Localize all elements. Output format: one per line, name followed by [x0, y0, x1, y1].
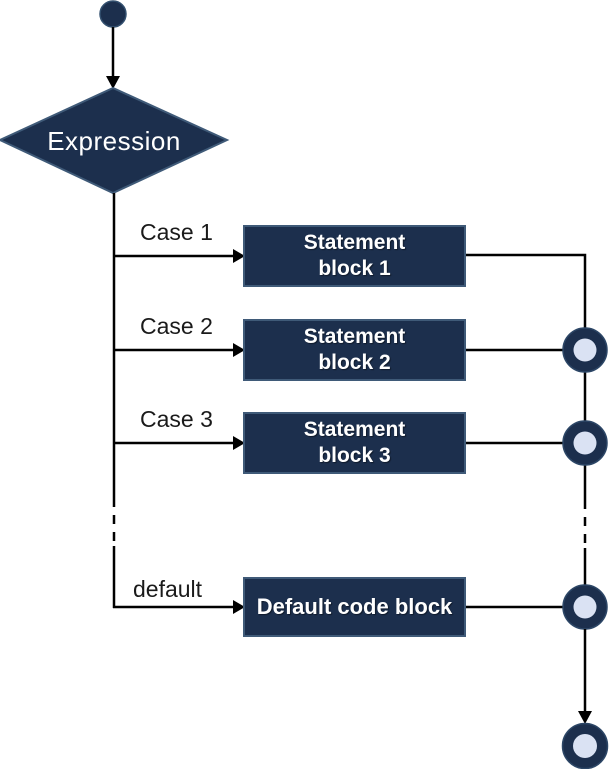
statement-block-2-line-2: block 2	[318, 351, 391, 374]
statement-block-1-line-1: Statement	[303, 230, 406, 254]
default-branch-arrow	[113, 600, 245, 614]
decision-label: Expression	[47, 125, 181, 156]
statement-block-3-line-2: block 3	[318, 444, 391, 467]
statement-block-1-line-2: block 1	[318, 257, 391, 280]
default-label: default	[133, 576, 203, 602]
statement-block-3: Statement block 3	[243, 412, 466, 474]
case-1-label: Case 1	[140, 219, 213, 245]
statement-block-1: Statement block 1	[243, 225, 466, 287]
end-node	[561, 722, 609, 769]
case1-branch-arrow	[113, 249, 245, 263]
default-code-block: Default code block	[243, 577, 466, 637]
statement-block-2: Statement block 2	[243, 319, 466, 381]
case-2-label: Case 2	[140, 313, 213, 339]
case2-branch-arrow	[113, 343, 245, 357]
merge-to-end-arrow	[578, 629, 592, 724]
block1-out-connector	[466, 253, 587, 330]
merge-node-1	[562, 327, 608, 373]
case-3-label: Case 3	[140, 406, 213, 432]
statement-block-2-line-1: Statement	[303, 324, 406, 348]
start-to-decision-arrow	[106, 27, 120, 89]
merge-node-2	[562, 420, 608, 466]
default-code-block-text: Default code block	[256, 594, 453, 620]
start-node	[99, 0, 127, 28]
decision-diamond	[0, 86, 230, 195]
merge-node-3	[562, 584, 608, 630]
case3-branch-arrow	[113, 436, 245, 450]
statement-block-3-line-1: Statement	[303, 417, 406, 441]
